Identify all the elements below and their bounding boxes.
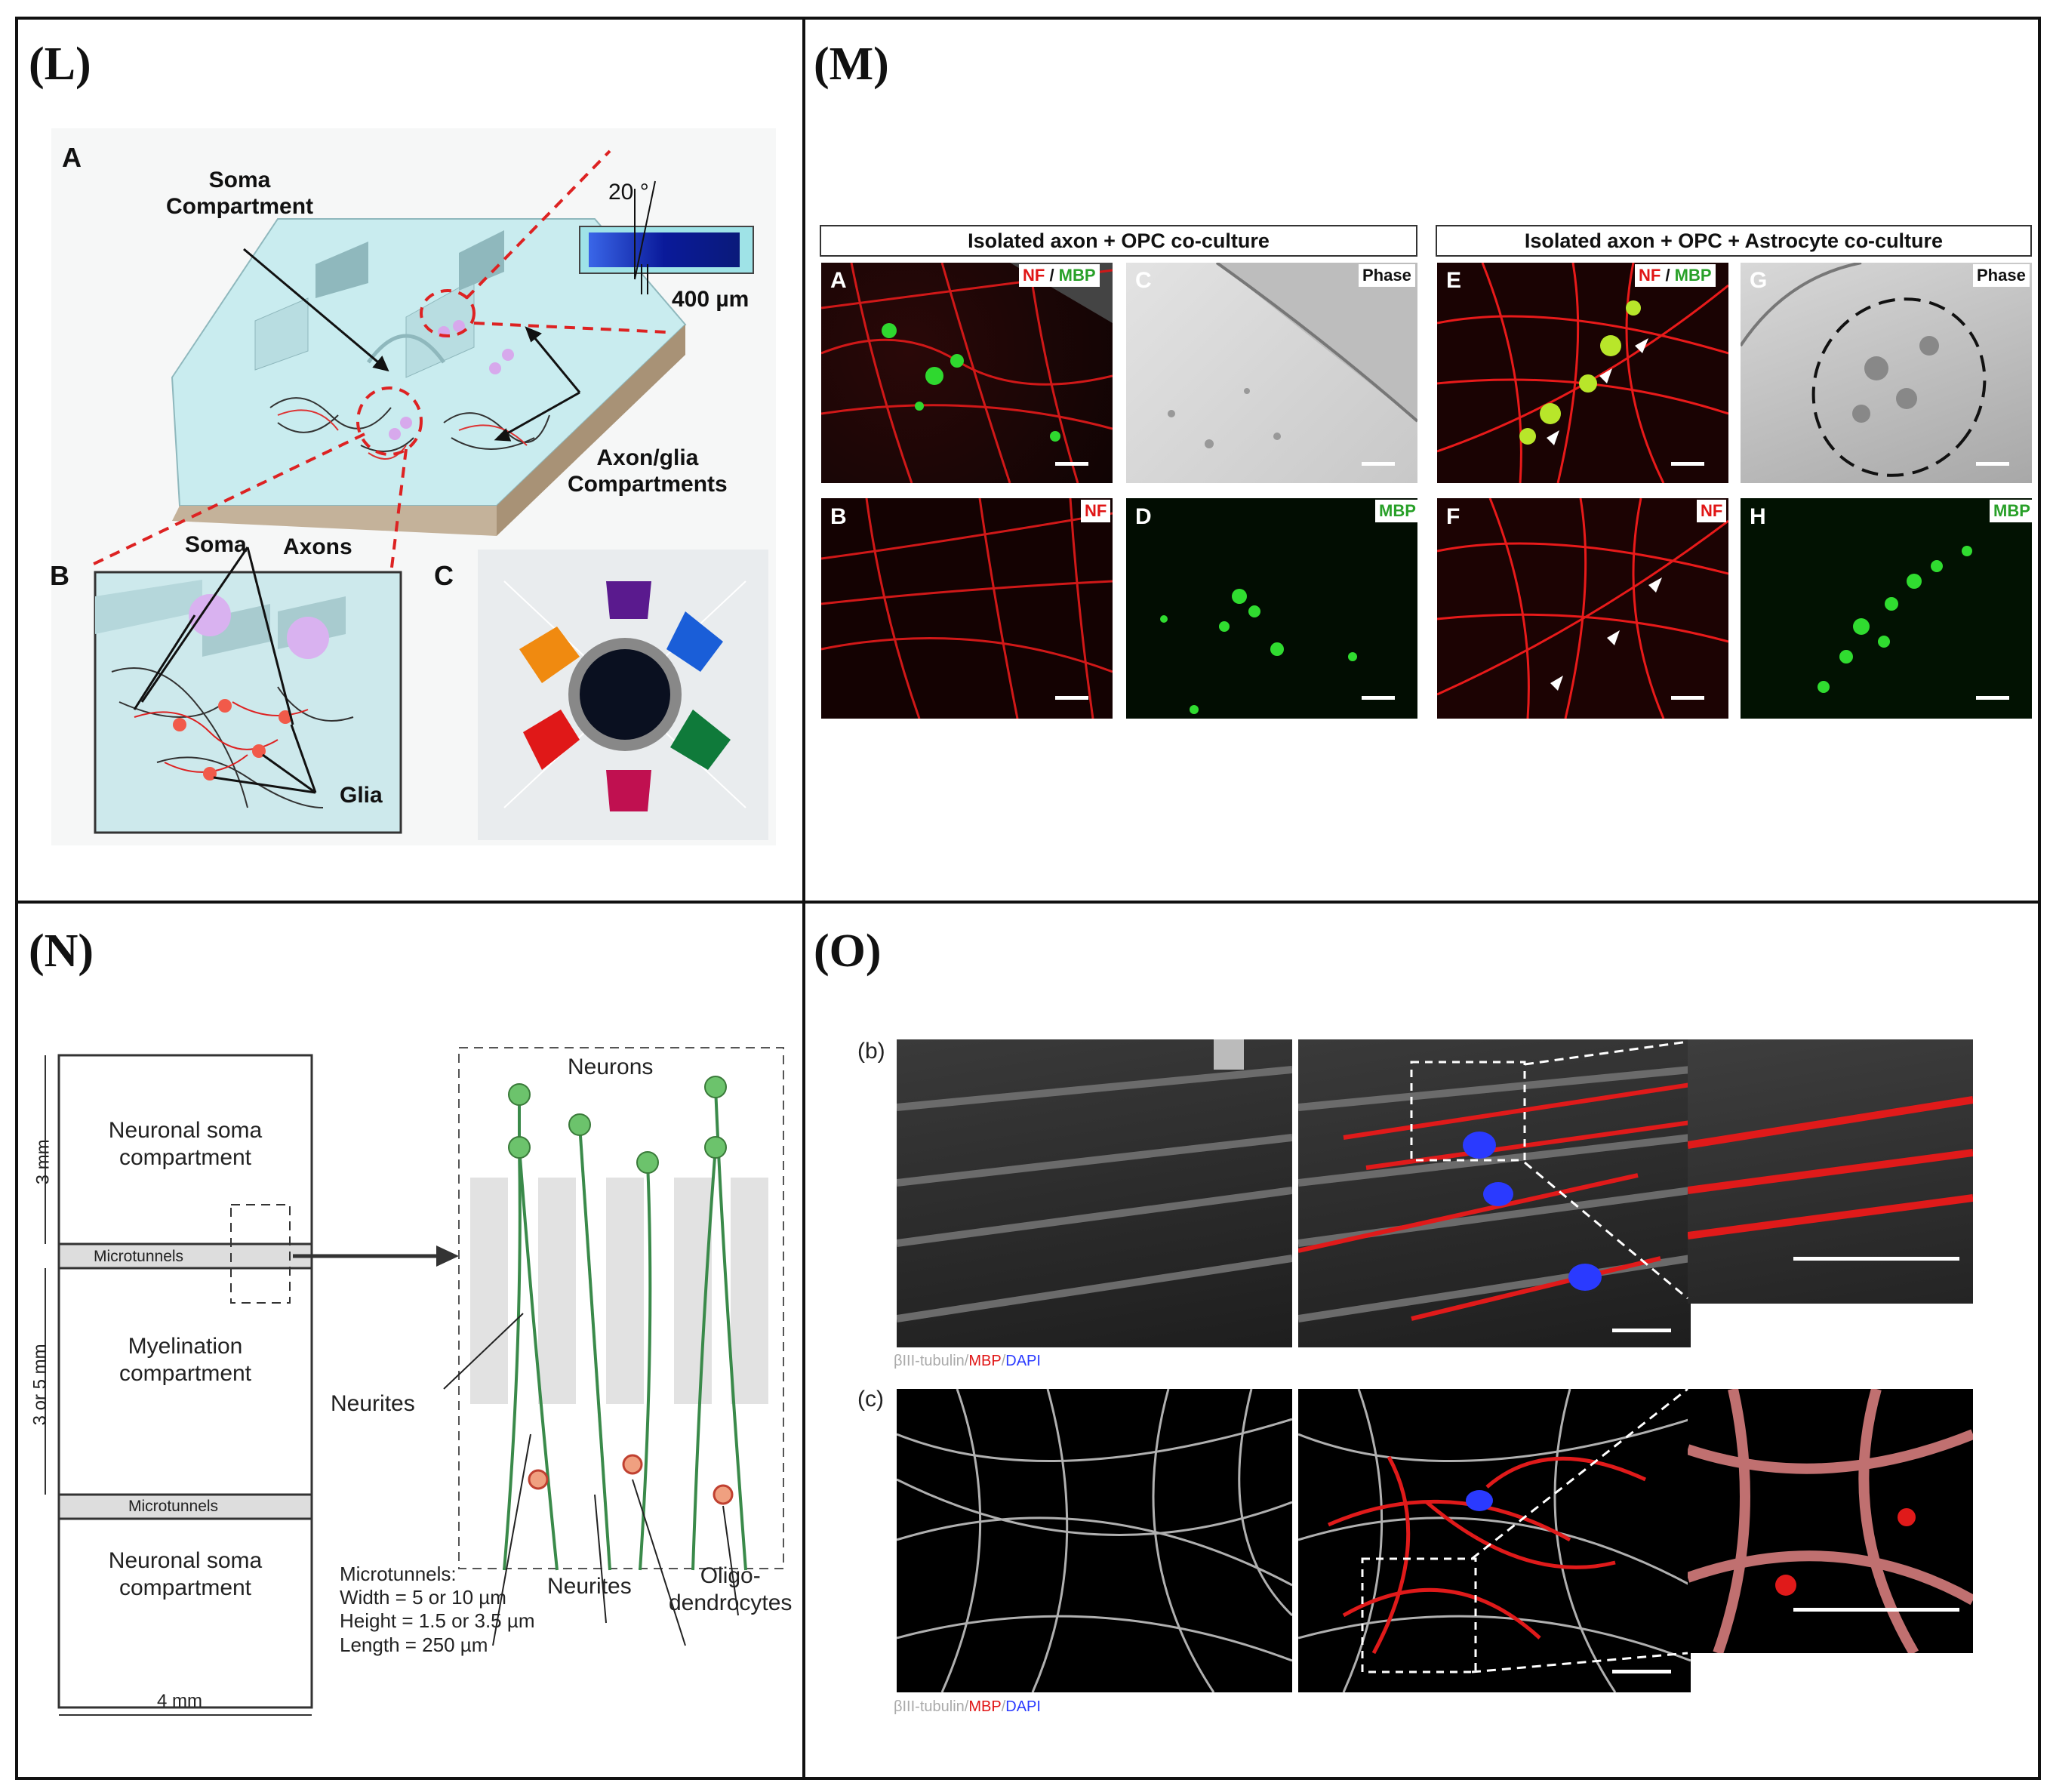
tile-tag-E: NF / MBP [1635,264,1716,287]
legend-dapi: DAPI [1005,1353,1041,1369]
tile-tag-D: MBP [1375,500,1420,522]
axon-glia-label: Axon/glia Compartments [568,445,728,497]
micrograph-A [821,263,1113,483]
chip-diagram [88,149,768,840]
tag-sep: / [1661,266,1675,285]
tag-nf: NF [1023,266,1045,285]
micrograph-b-merge [1298,1039,1691,1347]
axons-label: Axons [283,534,352,559]
micrograph-b-zoom [1688,1039,1973,1304]
legend-sep: / [964,1698,969,1715]
micrograph-c-merge [1298,1389,1691,1692]
tile-tag-A: NF / MBP [1019,264,1100,287]
scale-bar [1793,1257,1959,1261]
angle-label: 20 ° [608,180,649,205]
dim-3mm: 3 mm [32,1139,54,1185]
row-label-b: (b) [857,1039,885,1064]
panel-N-figure [36,1042,791,1721]
scale-bar [1976,696,2009,700]
tile-tag-G: Phase [1973,264,2030,287]
scale-bar [1362,696,1395,700]
microtunnels-label-2: Microtunnels [128,1498,219,1515]
tile-letter-D: D [1135,504,1152,529]
box-neuronal-soma-bottom: Neuronal soma compartment [108,1548,263,1600]
soma-compartment-label: Soma Compartment [166,168,314,219]
tag-mbp: MBP [1674,266,1712,285]
scale-bar [1612,1670,1671,1673]
micrograph-H [1741,498,2032,719]
neurites-left-label: Neurites [331,1391,415,1416]
legend-mbp: MBP [968,1698,1002,1715]
micrograph-b-grey [897,1039,1292,1347]
zoom-lines-b [1524,1040,1688,1300]
neurons-label: Neurons [568,1055,654,1079]
glia-label: Glia [340,783,383,808]
tile-letter-G: G [1750,268,1768,293]
panel-L-figure [51,128,776,845]
tile-letter-B: B [830,504,847,529]
dimension-label: 400 µm [672,287,749,312]
micrograph-c-grey [897,1389,1292,1692]
panel-label-O: (O) [814,925,882,977]
tile-tag-F: NF [1697,500,1727,522]
header-isolated-axon-opc-astrocyte: Isolated axon + OPC + Astrocyte co-cultu… [1436,225,2032,257]
microtunnels-label-1: Microtunnels [94,1248,184,1265]
tag-mbp: MBP [1058,266,1096,285]
legend-sep: / [1001,1698,1006,1715]
neurites-bottom-label: Neurites [547,1574,632,1599]
tile-tag-H: MBP [1990,500,2034,522]
vertical-divider [802,17,805,1780]
legend-c: βIII-tubulin/MBP/DAPI [894,1698,1041,1716]
dim-4mm: 4 mm [157,1691,202,1711]
scale-bar [1793,1608,1959,1612]
micrograph-C [1126,263,1417,483]
header-isolated-axon-opc: Isolated axon + OPC co-culture [820,225,1417,257]
sub-label-B: B [50,560,69,591]
oligodendrocytes-label: Oligo- dendrocytes [669,1563,793,1615]
scale-bar [1055,462,1088,466]
horizontal-divider [15,901,2041,904]
scale-bar [1976,462,2009,466]
legend-tubulin: βIII-tubulin [894,1698,965,1715]
tile-tag-C: Phase [1359,264,1415,287]
row-label-c: (c) [857,1387,884,1412]
micrograph-c-zoom [1688,1389,1973,1653]
tile-letter-C: C [1135,268,1152,293]
tag-nf: NF [1639,266,1661,285]
legend-sep: / [964,1353,969,1369]
scale-bar [1612,1329,1671,1332]
tile-tag-B: NF [1081,500,1111,522]
legend-b: βIII-tubulin/MBP/DAPI [894,1353,1041,1370]
legend-sep: / [1001,1353,1006,1369]
dim-3-or-5mm: 3 or 5 mm [29,1344,51,1426]
tile-letter-A: A [830,268,847,293]
scale-bar [1671,696,1704,700]
micrograph-D [1126,498,1417,719]
microtunnels-spec: Microtunnels: Width = 5 or 10 µm Height … [340,1563,535,1656]
panel-label-L: (L) [29,38,91,90]
micrograph-G [1741,263,2032,483]
sub-label-A: A [62,142,82,173]
zoom-lines-c [1471,1387,1688,1673]
soma-label: Soma [185,532,247,557]
panel-label-N: (N) [29,925,94,977]
scale-bar [1055,696,1088,700]
legend-mbp: MBP [968,1353,1002,1369]
scale-bar [1362,462,1395,466]
box-neuronal-soma-top: Neuronal soma compartment [108,1118,263,1170]
tag-sep: / [1045,266,1059,285]
figure-frame [15,17,2041,1780]
tile-letter-E: E [1446,268,1462,293]
legend-dapi: DAPI [1005,1698,1041,1715]
micrograph-B [821,498,1113,719]
scale-bar [1671,462,1704,466]
box-myelination: Myelination compartment [119,1334,252,1386]
legend-tubulin: βIII-tubulin [894,1353,965,1369]
micrograph-F [1437,498,1728,719]
sub-label-C: C [434,560,454,591]
micrograph-E [1437,263,1728,483]
tile-letter-F: F [1446,504,1460,529]
panel-label-M: (M) [814,38,889,90]
tile-letter-H: H [1750,504,1766,529]
